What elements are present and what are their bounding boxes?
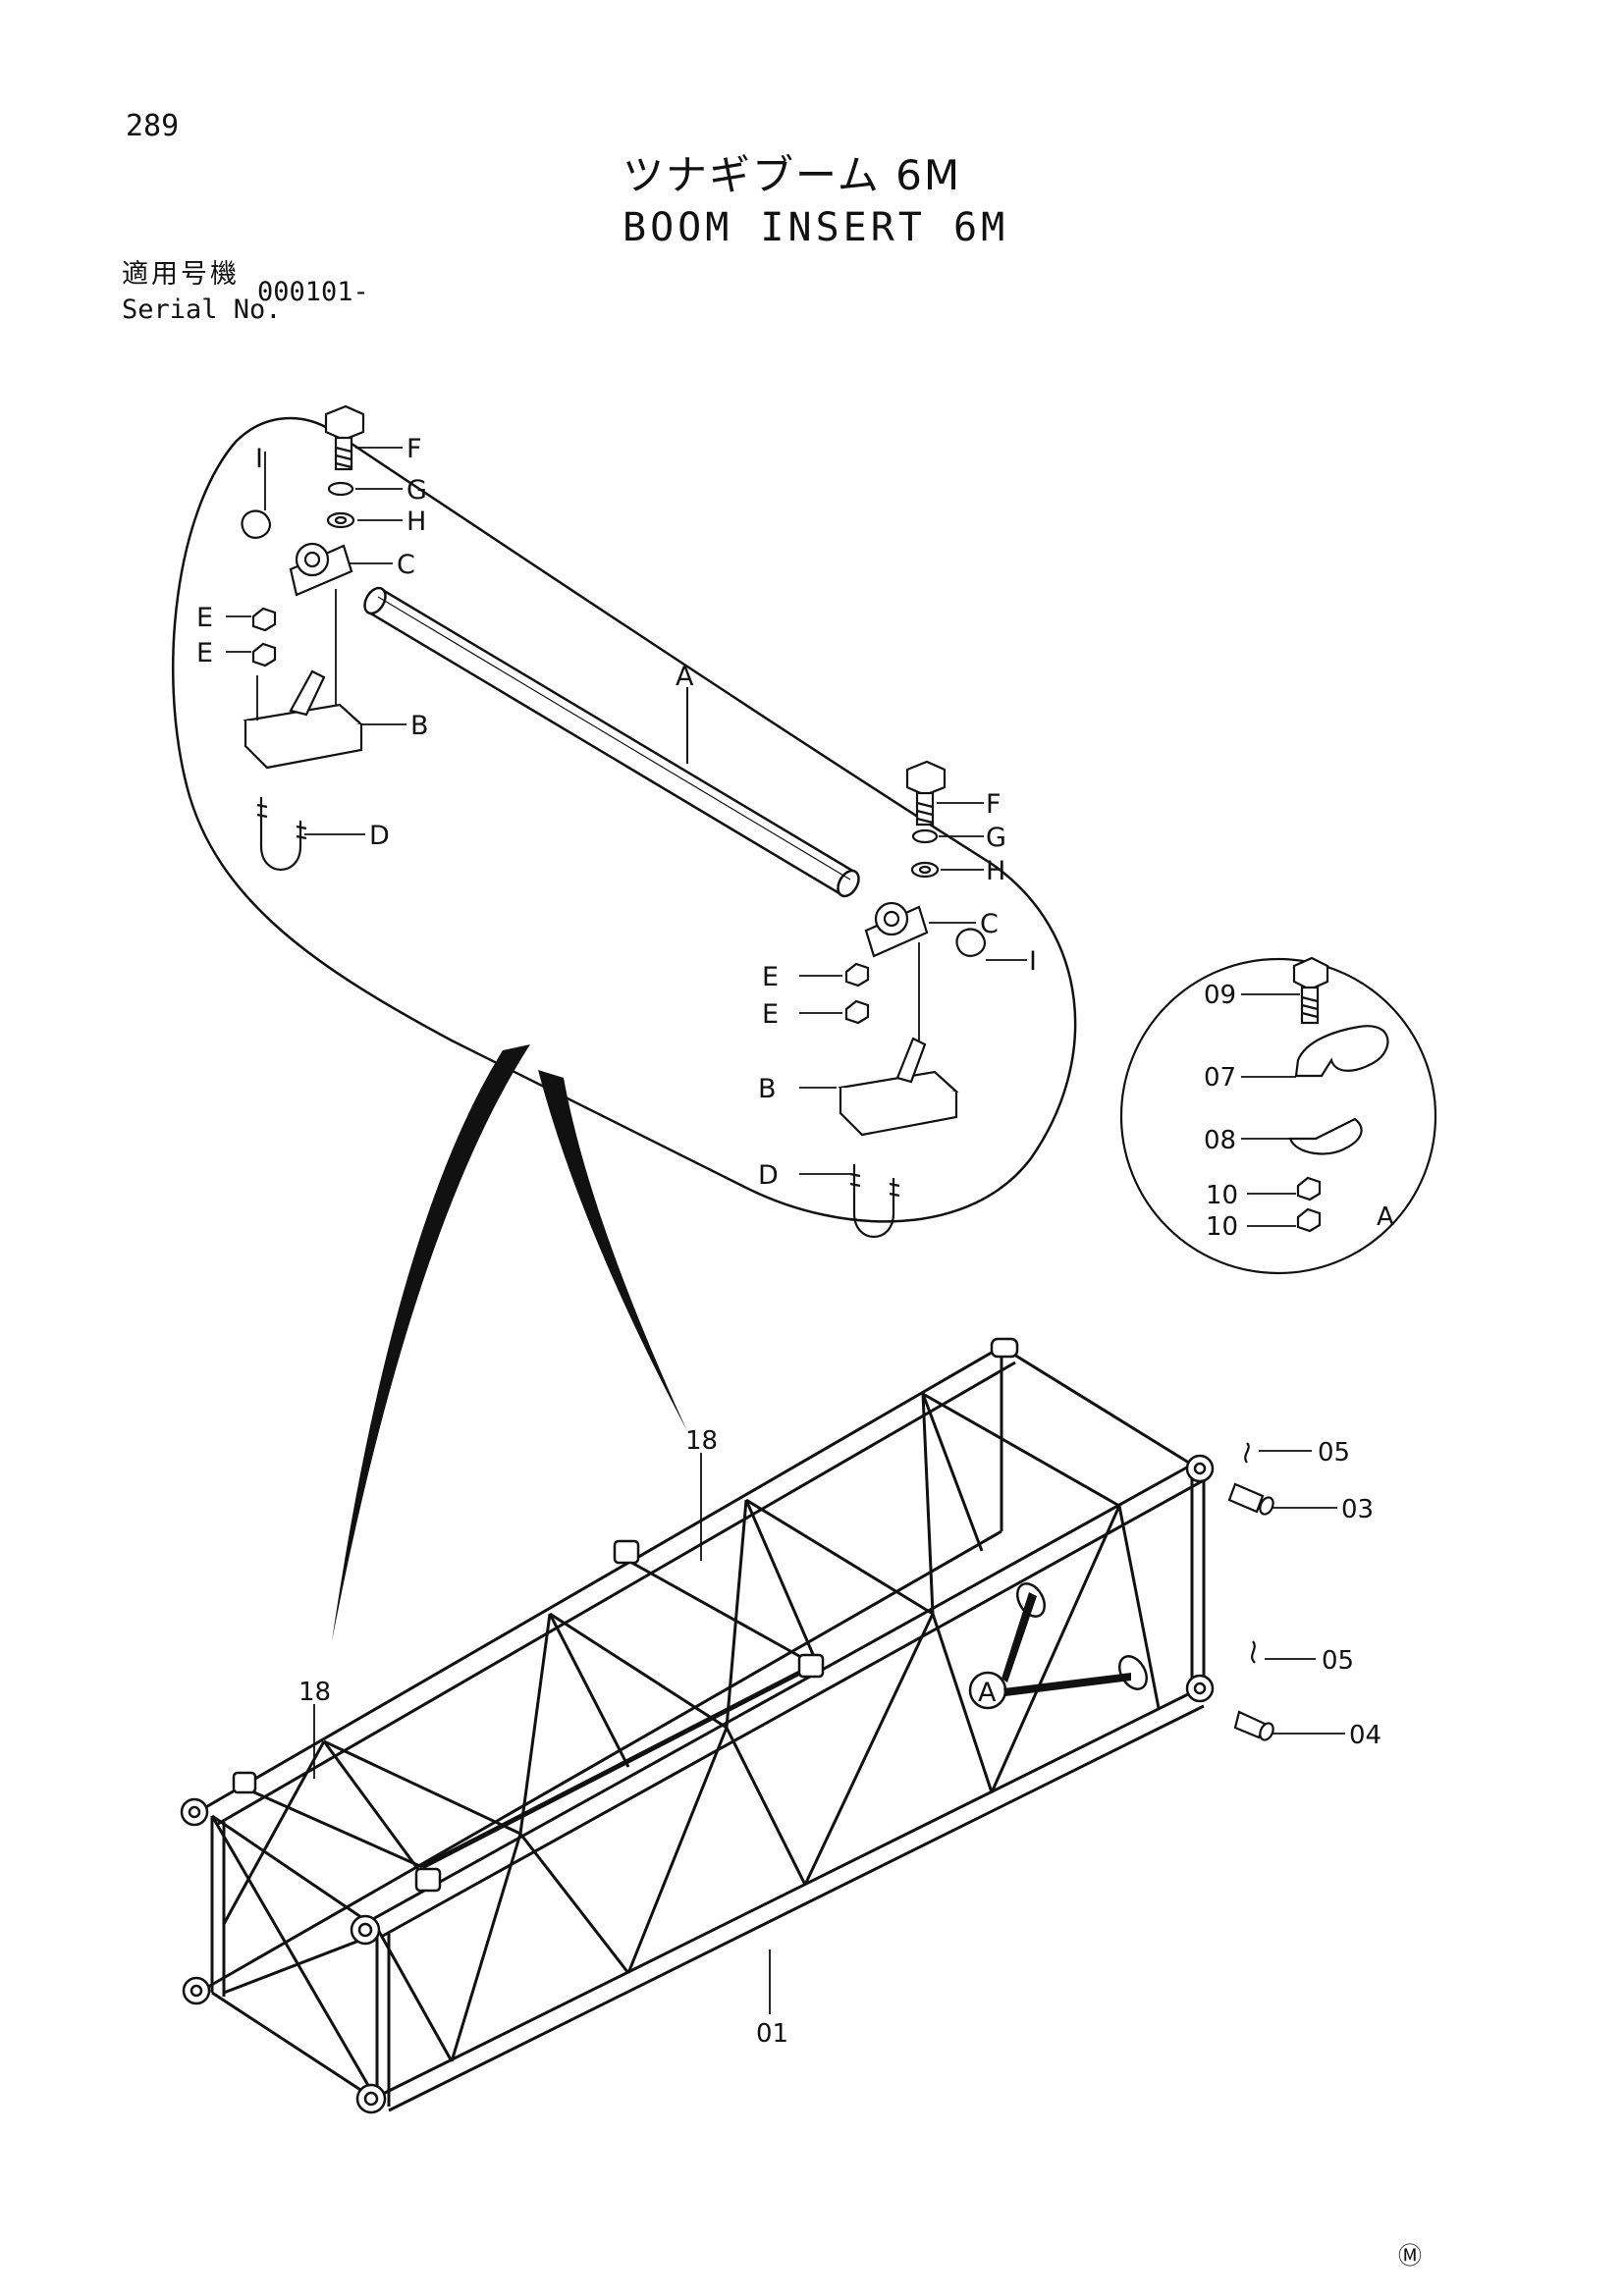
chord-top-far: [203, 1345, 1002, 1810]
detail-a-bubble: [171, 416, 1077, 1223]
page-number: 289: [126, 109, 180, 143]
callout-i-upper: I: [255, 444, 263, 474]
serial-label-english: Serial No.: [122, 294, 282, 325]
pins: [1227, 1442, 1274, 1741]
footer-mark: Ⓜ: [1398, 2242, 1422, 2269]
left-assembly: [241, 404, 365, 871]
callout-b-lower: B: [758, 1074, 777, 1104]
shaft-a: [363, 586, 860, 898]
callout-08: 08: [1204, 1126, 1236, 1155]
chord-bottom-near: [376, 1690, 1193, 2099]
callout-05-lower: 05: [1322, 1646, 1354, 1676]
callout-09: 09: [1204, 981, 1236, 1010]
ref-bubble-a: A: [968, 1592, 1131, 1710]
main-leaders: [313, 1450, 1345, 2014]
chord-top-near: [370, 1463, 1193, 1922]
callout-05-upper: 05: [1318, 1438, 1350, 1468]
callout-h-upper: H: [406, 507, 426, 537]
callout-d-upper: D: [369, 821, 390, 851]
callout-d-lower: D: [758, 1160, 779, 1191]
detail-circle-outline: [1119, 957, 1437, 1275]
main-callouts: 05 03 05 04 18 18 01: [298, 1426, 1381, 2049]
left-callouts: F G H C I E E B D A: [196, 434, 694, 851]
callout-h-lower: H: [986, 856, 1005, 886]
chord-bottom-far: [207, 1529, 1002, 1989]
left-leaders: [226, 447, 406, 835]
page-title-japanese: ツナギブーム 6M: [623, 151, 962, 199]
right-assembly: [838, 760, 987, 1238]
callout-i-lower: I: [1029, 946, 1037, 977]
callout-01: 01: [756, 2019, 788, 2049]
callout-18-right: 18: [685, 1426, 718, 1456]
callout-e-upper-2: E: [196, 638, 213, 668]
callout-07: 07: [1204, 1063, 1236, 1093]
callout-18-left: 18: [298, 1678, 331, 1707]
callout-e-upper-1: E: [196, 603, 213, 633]
callout-f-upper: F: [406, 434, 422, 464]
serial-number-value: 000101-: [257, 277, 369, 307]
circle-leaders: [1241, 993, 1300, 1227]
callout-03: 03: [1341, 1495, 1374, 1524]
callout-c-lower: C: [980, 909, 999, 939]
callout-a-circle: A: [1377, 1202, 1394, 1232]
callout-10-1: 10: [1206, 1181, 1238, 1210]
right-leaders: [799, 802, 1027, 1175]
callout-c-upper: C: [397, 550, 415, 580]
page-title-english: BOOM INSERT 6M: [623, 205, 1009, 250]
pointer-wedge-left: [332, 1044, 530, 1641]
detail-outline: [171, 416, 1077, 1223]
circle-callouts: 09 07 08 10 10 A: [1204, 981, 1394, 1242]
callout-10-2: 10: [1206, 1212, 1238, 1242]
callout-a-shaft: A: [676, 662, 694, 692]
pointer-wedge-right: [538, 1070, 687, 1431]
callout-f-lower: F: [986, 789, 1001, 820]
callout-e-lower-1: E: [762, 962, 779, 992]
bubble-a-label: A: [978, 1678, 997, 1708]
boom-frame: [203, 1345, 1206, 2112]
callout-g-lower: G: [986, 823, 1006, 853]
callout-e-lower-2: E: [762, 999, 779, 1030]
callout-b-upper: B: [410, 711, 429, 741]
callout-g-upper: G: [406, 475, 427, 506]
callout-04: 04: [1349, 1721, 1381, 1750]
serial-label-japanese: 適用号機: [122, 259, 240, 290]
right-callouts: F G H C I E E B D: [758, 789, 1037, 1191]
detail-circle: [1119, 956, 1437, 1275]
